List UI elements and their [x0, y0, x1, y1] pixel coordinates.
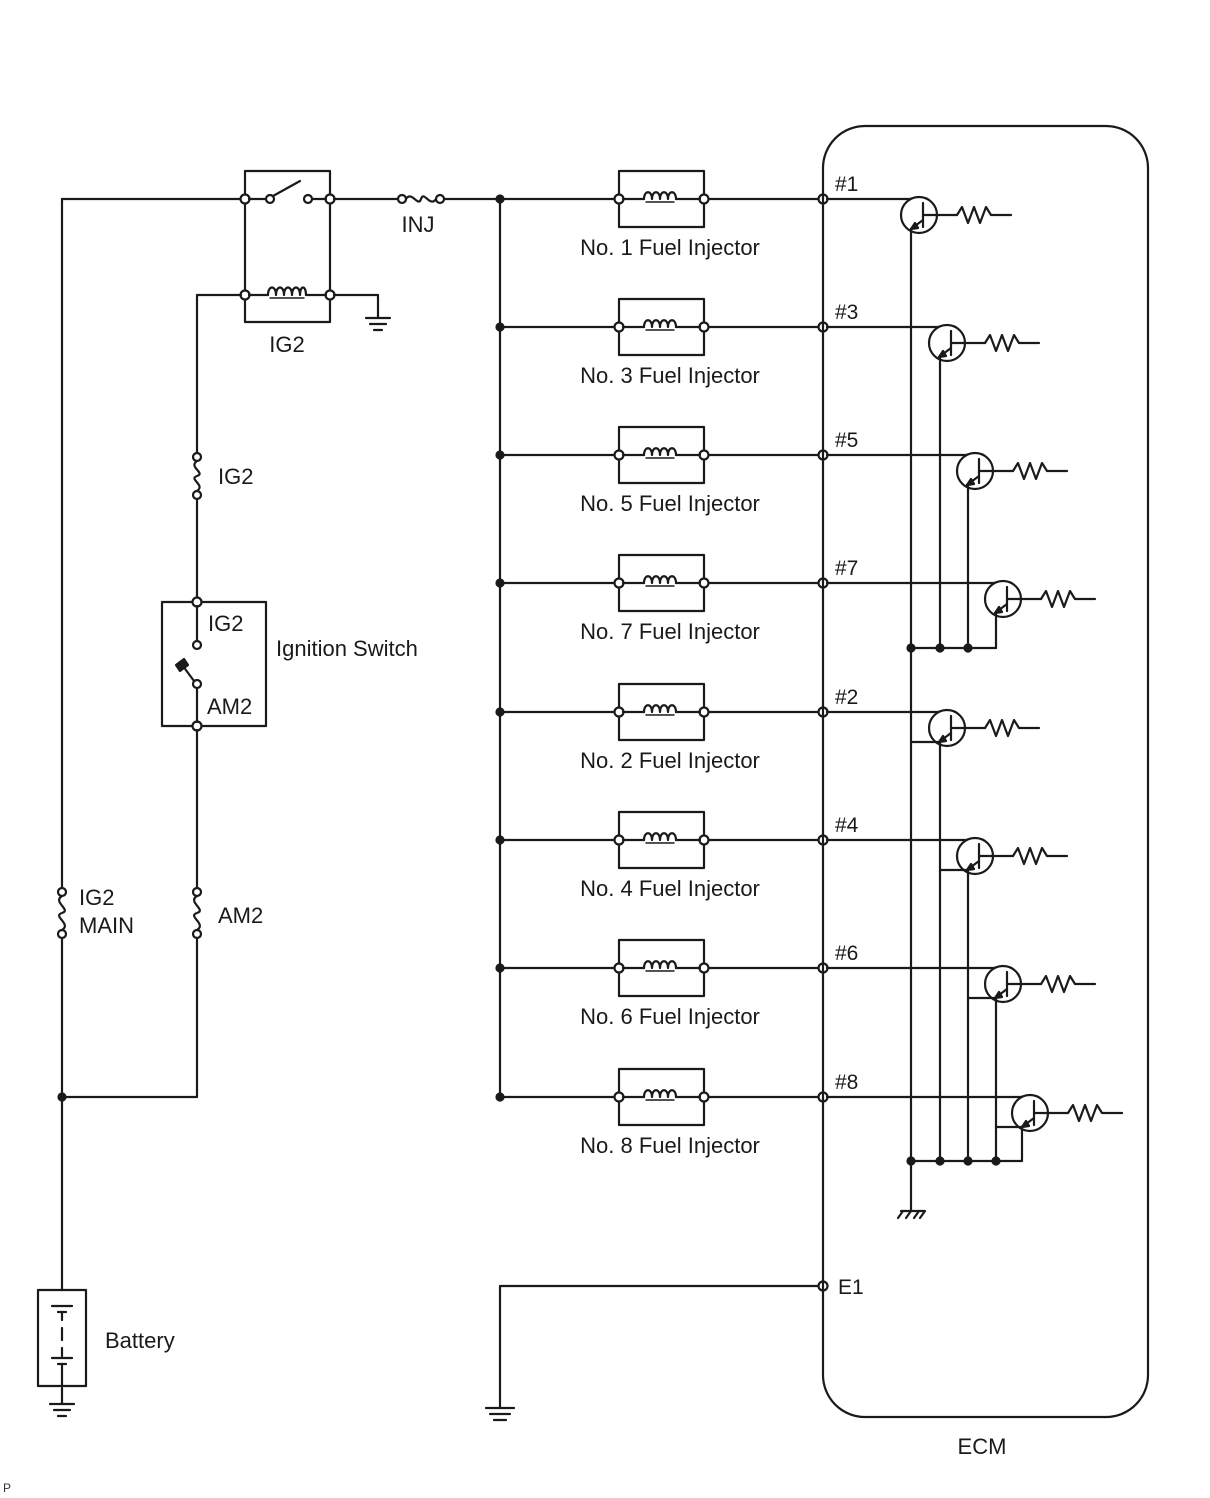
ignition-switch — [160, 596, 268, 732]
ig2-relay — [239, 169, 336, 324]
driver-transistor — [825, 579, 1097, 619]
ig2-fuse — [191, 451, 203, 501]
ecm-pin-label: #7 — [835, 557, 858, 580]
switch-ig2-label: IG2 — [208, 611, 243, 636]
driver-transistor — [825, 964, 1097, 1004]
ecm-pin-label: #4 — [835, 814, 859, 837]
ig2-main-label-1: IG2 — [79, 885, 114, 910]
ecm-chassis-ground-icon — [896, 1209, 927, 1220]
corner-mark: P — [3, 1481, 11, 1495]
injector-row: No. 1 Fuel Injector #1 — [498, 169, 858, 260]
ecm-ground-circuit — [484, 1280, 829, 1422]
driver-emitter-bus — [906, 227, 1024, 1213]
am2-fuse-label: AM2 — [218, 903, 263, 928]
injector-row: No. 7 Fuel Injector #7 — [495, 553, 858, 644]
ecm-pin-label: #5 — [835, 429, 858, 452]
ecm-pin-label: #6 — [835, 942, 858, 965]
injector-name: No. 1 Fuel Injector — [580, 235, 760, 260]
fuel-injector — [613, 169, 710, 229]
am2-fuse — [191, 886, 203, 940]
ecm-pin-label: #8 — [835, 1071, 858, 1094]
fuel-injector — [613, 810, 710, 870]
injector-name: No. 8 Fuel Injector — [580, 1133, 760, 1158]
relay-label: IG2 — [269, 332, 304, 357]
injector-name: No. 7 Fuel Injector — [580, 619, 760, 644]
ecm-pin-label: #3 — [835, 301, 858, 324]
e1-ground-icon — [484, 1406, 516, 1422]
switch-am2-label: AM2 — [207, 694, 252, 719]
inj-fuse-label: INJ — [402, 212, 435, 237]
injector-row: No. 8 Fuel Injector #8 — [495, 1067, 858, 1158]
fuel-injector — [613, 553, 710, 613]
fuel-injector — [613, 1067, 710, 1127]
battery-label: Battery — [105, 1328, 175, 1353]
ecm — [821, 124, 1150, 1419]
fuel-injector — [613, 297, 710, 357]
fuel-injector — [613, 425, 710, 485]
ig2-main-label-2: MAIN — [79, 913, 134, 938]
ecm-pin-label: #2 — [835, 686, 858, 709]
ig2-main-fuse — [56, 886, 68, 940]
e1-pin-label: E1 — [838, 1276, 864, 1299]
driver-transistor — [825, 836, 1069, 876]
driver-transistor — [825, 451, 1069, 491]
fuel-injector — [613, 938, 710, 998]
injector-name: No. 5 Fuel Injector — [580, 491, 760, 516]
injector-name: No. 3 Fuel Injector — [580, 363, 760, 388]
battery-ground-icon — [48, 1402, 76, 1418]
driver-transistor — [825, 1093, 1124, 1133]
injector-row: No. 5 Fuel Injector #5 — [495, 425, 858, 516]
driver-transistor — [825, 708, 1041, 748]
relay-ground-icon — [364, 316, 392, 332]
injector-row: No. 4 Fuel Injector #4 — [495, 810, 859, 901]
injector-name: No. 4 Fuel Injector — [580, 876, 760, 901]
ecm-pin-label: #1 — [835, 173, 858, 196]
power-circuit — [36, 169, 502, 1418]
driver-transistor — [825, 195, 1013, 235]
injector-row: No. 3 Fuel Injector #3 — [495, 297, 858, 388]
junction-dot — [57, 1092, 67, 1102]
battery — [36, 1288, 88, 1388]
ignition-switch-label: Ignition Switch — [276, 636, 418, 661]
ecm-drivers — [825, 195, 1124, 1213]
driver-transistor — [825, 323, 1041, 363]
ig2-fuse-label: IG2 — [218, 464, 253, 489]
fuel-injector — [613, 682, 710, 742]
injector-rows: No. 1 Fuel Injector #1No. 3 Fuel Injector… — [495, 169, 859, 1158]
injector-row: No. 6 Fuel Injector #6 — [495, 938, 858, 1029]
inj-fuse — [396, 193, 446, 205]
ecm-label: ECM — [958, 1434, 1007, 1459]
injector-name: No. 2 Fuel Injector — [580, 748, 760, 773]
injector-row: No. 2 Fuel Injector #2 — [495, 682, 858, 773]
injector-name: No. 6 Fuel Injector — [580, 1004, 760, 1029]
